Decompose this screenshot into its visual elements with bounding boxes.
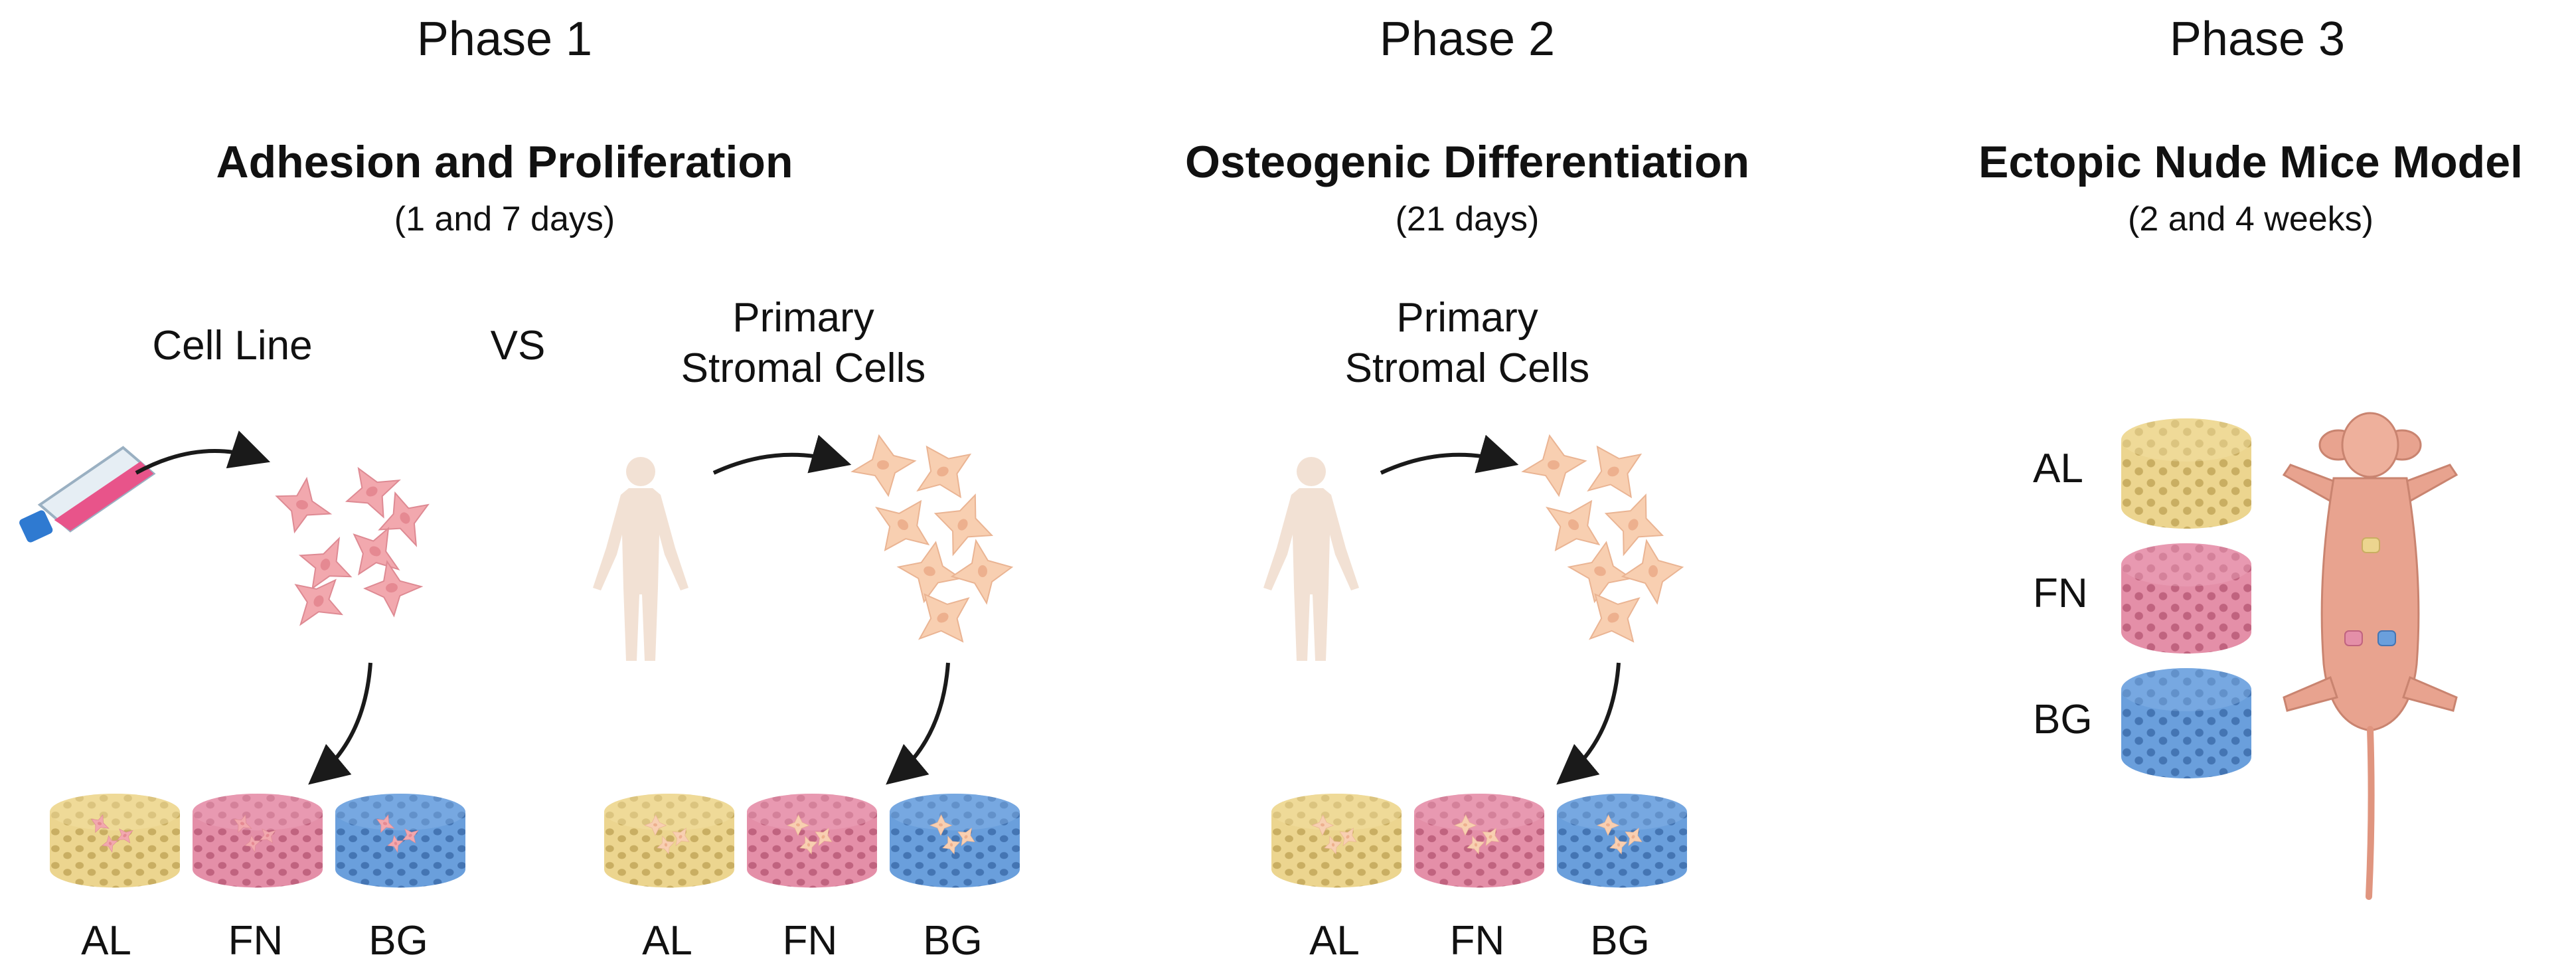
scaffold-icon xyxy=(604,794,1020,888)
scaffold-label-al: AL xyxy=(1309,918,1360,964)
cell-icon xyxy=(1522,430,1683,660)
human-silhouette-icon xyxy=(1263,457,1359,661)
phase3-duration: (2 and 4 weeks) xyxy=(2128,200,2374,238)
primary-label-1b: Stromal Cells xyxy=(681,345,926,391)
scaffold-label-bg: BG xyxy=(923,918,983,964)
scaffold-label-fn: FN xyxy=(1449,918,1505,964)
phase2-duration: (21 days) xyxy=(1395,200,1540,238)
scaffold-label-fn: FN xyxy=(782,918,838,964)
phase1-title: Adhesion and Proliferation xyxy=(216,137,793,187)
primary-label-1a: Primary xyxy=(732,295,874,341)
phase2-title: Osteogenic Differentiation xyxy=(1184,137,1750,187)
human-silhouette-icon xyxy=(593,457,688,661)
cell-icon xyxy=(270,453,443,641)
primary-label-2a: Primary xyxy=(1396,295,1538,341)
scaffold-label-al: AL xyxy=(81,918,131,964)
arrow-icon xyxy=(308,662,372,785)
arrow-icon xyxy=(1380,434,1519,475)
phase3-title: Ectopic Nude Mice Model xyxy=(1978,137,2523,187)
cell-line-label: Cell Line xyxy=(152,323,313,369)
scaffold-label-al: AL xyxy=(642,918,692,964)
cell-icon xyxy=(852,430,1012,660)
arrow-icon xyxy=(712,434,852,475)
mouse-icon xyxy=(2282,412,2458,900)
scaffold-label-bg: BG xyxy=(368,918,428,964)
scaffold-label-bg: BG xyxy=(1590,918,1650,964)
culture-flask-icon xyxy=(19,446,156,543)
arrow-icon xyxy=(135,430,271,475)
primary-label-2b: Stromal Cells xyxy=(1344,345,1590,391)
arrow-icon xyxy=(886,662,950,785)
scaffold-label-al: AL xyxy=(2033,446,2083,491)
phase1-heading: Phase 1 xyxy=(416,13,593,66)
scaffold-label-fn: FN xyxy=(228,918,283,964)
scaffold-label-fn: FN xyxy=(2033,571,2088,616)
scaffold-label-bg: BG xyxy=(2033,697,2093,743)
phase2-heading: Phase 2 xyxy=(1379,13,1556,66)
versus-label: VS xyxy=(490,323,546,369)
scaffold-icon xyxy=(50,794,465,888)
scaffold-icon xyxy=(2121,418,2251,779)
arrow-icon xyxy=(1556,662,1621,785)
phase1-duration: (1 and 7 days) xyxy=(394,200,615,238)
scaffold-icon xyxy=(1271,794,1687,888)
phase3-heading: Phase 3 xyxy=(2169,13,2346,66)
